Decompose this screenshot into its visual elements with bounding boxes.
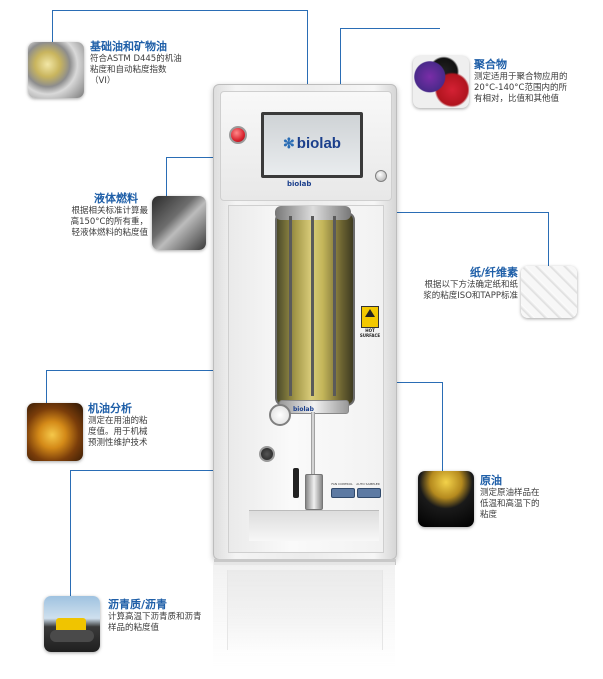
connector-line bbox=[166, 157, 213, 158]
connector-line bbox=[395, 212, 549, 213]
port-label: FAN CONTROL bbox=[331, 482, 353, 486]
connector-line bbox=[442, 382, 443, 472]
bath-lid bbox=[275, 206, 351, 220]
hot-surface-warning bbox=[361, 306, 379, 328]
connector-line bbox=[52, 10, 308, 11]
polymer-desc: 测定适用于聚合物应用的20°C-140°C范围内的所有相对，比值和其他值 bbox=[474, 72, 568, 104]
connector-line bbox=[166, 157, 167, 197]
viscometer-instrument: ✻biolab biolab HOT SURFACE biolab FAN CO… bbox=[213, 84, 397, 565]
crude-oil-title: 原油 bbox=[480, 474, 502, 487]
touch-screen[interactable]: ✻biolab bbox=[261, 112, 363, 178]
control-knob[interactable] bbox=[375, 170, 387, 182]
sample-slot bbox=[293, 468, 299, 498]
capillary-tube bbox=[333, 216, 336, 396]
brand-label: biolab bbox=[287, 180, 312, 188]
base-oil-desc: 符合ASTM D445的机油粘度和自动粘度指数（VI） bbox=[90, 54, 182, 86]
polymer-pellets-icon bbox=[413, 56, 469, 108]
connector-line bbox=[340, 28, 341, 84]
polymer-title: 聚合物 bbox=[474, 58, 507, 71]
paper-roll-icon bbox=[521, 266, 577, 318]
connector-line bbox=[548, 212, 549, 268]
sample-cup bbox=[305, 474, 323, 510]
connector-line bbox=[46, 370, 47, 404]
snowflake-icon: ✻ bbox=[283, 135, 295, 151]
crude-oil-desc: 测定原油样品在低温和高温下的粘度 bbox=[480, 488, 540, 520]
hot-surface-label: HOT SURFACE bbox=[359, 328, 381, 338]
vacuum-port bbox=[259, 446, 275, 462]
data-port[interactable] bbox=[331, 488, 355, 498]
spindle bbox=[311, 412, 315, 502]
drip-tray bbox=[249, 510, 379, 541]
liquid-fuel-desc: 根据相关标准计算最高150°C的所有重，轻液体燃料的粘度值 bbox=[70, 206, 148, 238]
fuel-nozzle-icon bbox=[152, 196, 206, 250]
capillary-tube bbox=[311, 216, 314, 396]
paper-fiber-desc: 根据以下方法确定纸和纸浆的粘度ISO和TAPP标准 bbox=[423, 280, 518, 301]
connector-line bbox=[70, 470, 213, 471]
pressure-gauge bbox=[269, 404, 291, 426]
asphalt-desc: 计算高温下沥青质和沥青样品的粘度值 bbox=[108, 612, 202, 633]
control-panel: ✻biolab biolab bbox=[220, 91, 392, 201]
data-port[interactable] bbox=[357, 488, 381, 498]
capillary-tube bbox=[289, 216, 292, 396]
connector-line bbox=[340, 28, 440, 29]
engine-oil-desc: 测定在用油的粘度值。用于机械预测性维护技术 bbox=[88, 416, 148, 448]
engine-oil-title: 机油分析 bbox=[88, 402, 132, 415]
screen-brand-logo: biolab bbox=[296, 135, 341, 152]
floor-reflection bbox=[213, 562, 395, 679]
road-roller-icon bbox=[44, 596, 100, 652]
reflection-bay bbox=[227, 570, 383, 650]
sample-bay: HOT SURFACE biolab FAN CONTROL AUTO SAMP… bbox=[228, 205, 384, 553]
viscosity-bath bbox=[275, 212, 355, 406]
connector-line bbox=[395, 382, 443, 383]
port-label: AUTO SAMPLER bbox=[356, 482, 380, 486]
collar-brand-logo: biolab bbox=[293, 406, 314, 413]
base-oil-title: 基础油和矿物油 bbox=[90, 40, 167, 53]
connector-line bbox=[52, 10, 53, 44]
connector-line bbox=[307, 10, 308, 84]
power-button[interactable] bbox=[229, 126, 247, 144]
connector-line bbox=[46, 370, 213, 371]
asphalt-title: 沥青质/沥青 bbox=[108, 598, 168, 611]
gear-oil-icon bbox=[28, 42, 84, 98]
liquid-fuel-title: 液体燃料 bbox=[94, 192, 138, 205]
crude-oil-icon bbox=[418, 471, 474, 527]
oil-splash-icon bbox=[27, 403, 83, 461]
paper-fiber-title: 纸/纤维素 bbox=[470, 266, 519, 279]
connector-line bbox=[70, 470, 71, 596]
